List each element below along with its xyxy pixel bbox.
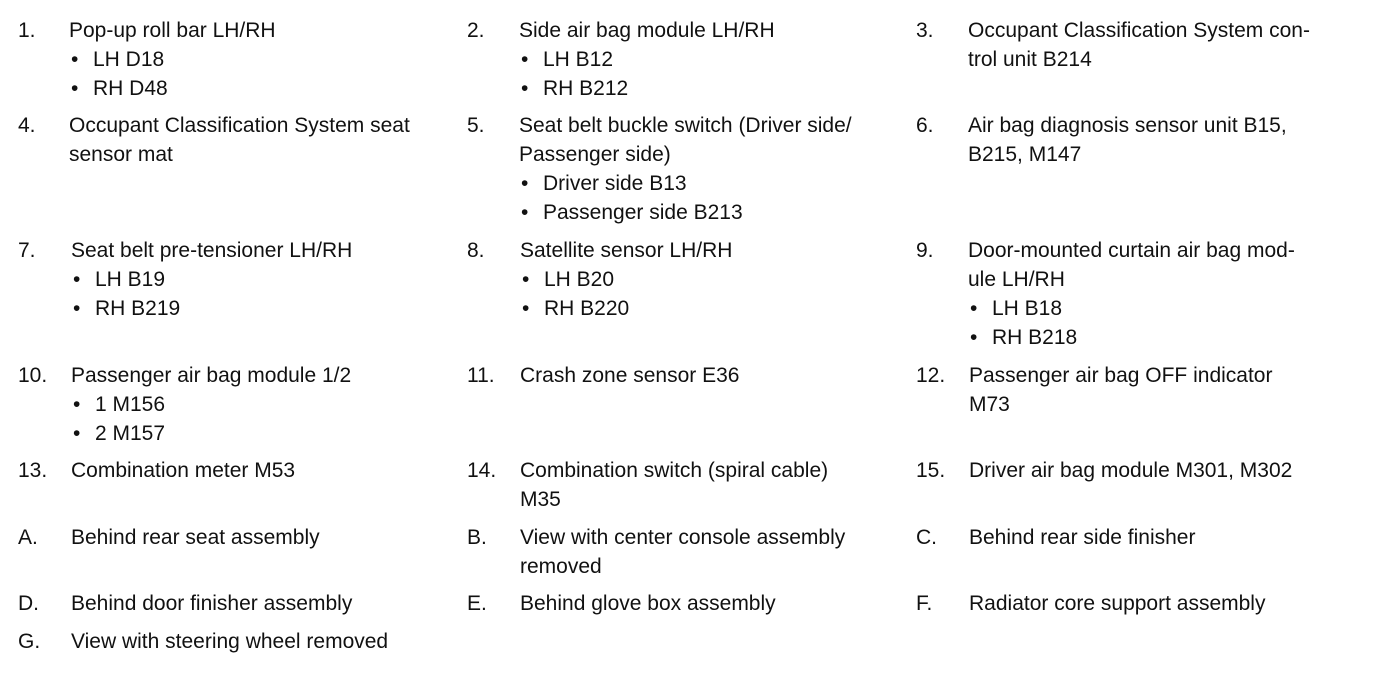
legend-item-line: Passenger air bag module 1/2 <box>71 364 352 387</box>
legend-item-line: Seat belt buckle switch (Driver side/ <box>519 114 852 137</box>
legend-item-line: Door-mounted curtain air bag mod- <box>968 239 1295 262</box>
legend-item-bullet: RH B219 <box>71 294 352 323</box>
legend-item-text: View with steering wheel removed <box>71 627 388 656</box>
legend-item-line: Combination switch (spiral cable) <box>520 459 829 482</box>
legend-item-line: Radiator core support assembly <box>969 592 1266 615</box>
legend-item-bullet: LH D18 <box>69 45 276 74</box>
legend-item-number: 10. <box>18 364 48 387</box>
legend-item-bullet: LH B20 <box>520 265 732 294</box>
legend-item-number: 11. <box>467 364 495 387</box>
legend-item-number: 15. <box>916 459 946 482</box>
legend-item-text: Air bag diagnosis sensor unit B15, B215, … <box>968 111 1287 169</box>
legend-item-number: 6. <box>916 114 934 137</box>
legend-item-bullet: RH B218 <box>968 323 1295 352</box>
legend-item-line: Passenger air bag OFF indicator <box>969 364 1273 387</box>
legend-item-number: C. <box>916 526 937 549</box>
legend-item-number: 2. <box>467 19 485 42</box>
legend-item-bullet: LH B12 <box>519 45 775 74</box>
legend-item-text: Crash zone sensor E36 <box>520 361 739 390</box>
legend-item-bullet: LH B18 <box>968 294 1295 323</box>
legend-item-text: Satellite sensor LH/RH LH B20RH B220 <box>520 236 732 323</box>
legend-item-line: Satellite sensor LH/RH <box>520 239 733 262</box>
legend-item-bullet: Passenger side B213 <box>519 198 852 227</box>
legend-item-text: Radiator core support assembly <box>969 589 1265 618</box>
legend-item-text: View with center console assembly removed <box>520 523 845 581</box>
legend-item-text: Behind glove box assembly <box>520 589 776 618</box>
legend-item-bullet: RH B220 <box>520 294 732 323</box>
legend-item-text: Combination meter M53 <box>71 456 295 485</box>
legend-item-number: 13. <box>18 459 48 482</box>
legend-item-line: trol unit B214 <box>968 48 1092 71</box>
legend-item-line: B215, M147 <box>968 143 1082 166</box>
legend-item-text: Pop-up roll bar LH/RH LH D18RH D48 <box>69 16 276 103</box>
legend-item-bullet: RH B212 <box>519 74 775 103</box>
legend-item-line: sensor mat <box>69 143 173 166</box>
legend-item-number: 3. <box>916 19 934 42</box>
legend-item-number: D. <box>18 592 39 615</box>
legend-item-number: B. <box>467 526 487 549</box>
legend-item-line: M35 <box>520 488 561 511</box>
legend-item-line: Pop-up roll bar LH/RH <box>69 19 276 42</box>
legend-item-text: Passenger air bag module 1/2 1 M1562 M157 <box>71 361 351 448</box>
legend-item-line: View with center console assembly <box>520 526 846 549</box>
legend-item-bullet: Driver side B13 <box>519 169 852 198</box>
legend-item-text: Behind rear side finisher <box>969 523 1195 552</box>
legend-item-number: E. <box>467 592 487 615</box>
legend-item-text: Behind door finisher assembly <box>71 589 352 618</box>
legend-item-number: 5. <box>467 114 485 137</box>
legend-item-text: Occupant Classification System seat senso… <box>69 111 410 169</box>
legend-item-text: Driver air bag module M301, M302 <box>969 456 1292 485</box>
legend-item-line: Occupant Classification System con- <box>968 19 1310 42</box>
legend-item-bullet: LH B19 <box>71 265 352 294</box>
legend-item-number: 12. <box>916 364 946 387</box>
legend-item-line: Combination meter M53 <box>71 459 296 482</box>
legend-item-text: Seat belt pre-tensioner LH/RH LH B19RH B2… <box>71 236 352 323</box>
legend-item-number: 9. <box>916 239 934 262</box>
legend-item-line: Seat belt pre-tensioner LH/RH <box>71 239 353 262</box>
legend-item-line: Behind door finisher assembly <box>71 592 353 615</box>
legend-item-number: 7. <box>18 239 36 262</box>
legend-item-bullet: 2 M157 <box>71 419 351 448</box>
legend-item-text: Combination switch (spiral cable) M35 <box>520 456 828 514</box>
legend-item-line: Driver air bag module M301, M302 <box>969 459 1293 482</box>
legend-item-line: M73 <box>969 393 1010 416</box>
legend-item-number: A. <box>18 526 38 549</box>
legend-item-line: Occupant Classification System seat <box>69 114 410 137</box>
legend-item-line: Behind rear side finisher <box>969 526 1196 549</box>
legend-item-number: 1. <box>18 19 36 42</box>
legend-item-line: removed <box>520 555 602 578</box>
legend-item-number: F. <box>916 592 933 615</box>
legend-item-number: 8. <box>467 239 485 262</box>
legend-item-line: Passenger side) <box>519 143 671 166</box>
legend-item-line: Side air bag module LH/RH <box>519 19 775 42</box>
legend-item-text: Door-mounted curtain air bag mod-ule LH/… <box>968 236 1295 352</box>
legend-item-number: 14. <box>467 459 497 482</box>
legend-item-line: View with steering wheel removed <box>71 630 389 653</box>
legend-item-text: Seat belt buckle switch (Driver side/Pas… <box>519 111 852 227</box>
legend-item-line: Behind rear seat assembly <box>71 526 320 549</box>
legend-item-number: 4. <box>18 114 36 137</box>
legend-item-line: Behind glove box assembly <box>520 592 776 615</box>
legend-item-text: Behind rear seat assembly <box>71 523 320 552</box>
legend-item-line: Crash zone sensor E36 <box>520 364 740 387</box>
legend-item-number: G. <box>18 630 41 653</box>
legend-item-bullet: 1 M156 <box>71 390 351 419</box>
legend-item-line: ule LH/RH <box>968 268 1065 291</box>
legend-item-line: Air bag diagnosis sensor unit B15, <box>968 114 1287 137</box>
legend-item-text: Side air bag module LH/RH LH B12RH B212 <box>519 16 775 103</box>
legend-item-text: Occupant Classification System con-trol … <box>968 16 1310 74</box>
legend-item-bullet: RH D48 <box>69 74 276 103</box>
